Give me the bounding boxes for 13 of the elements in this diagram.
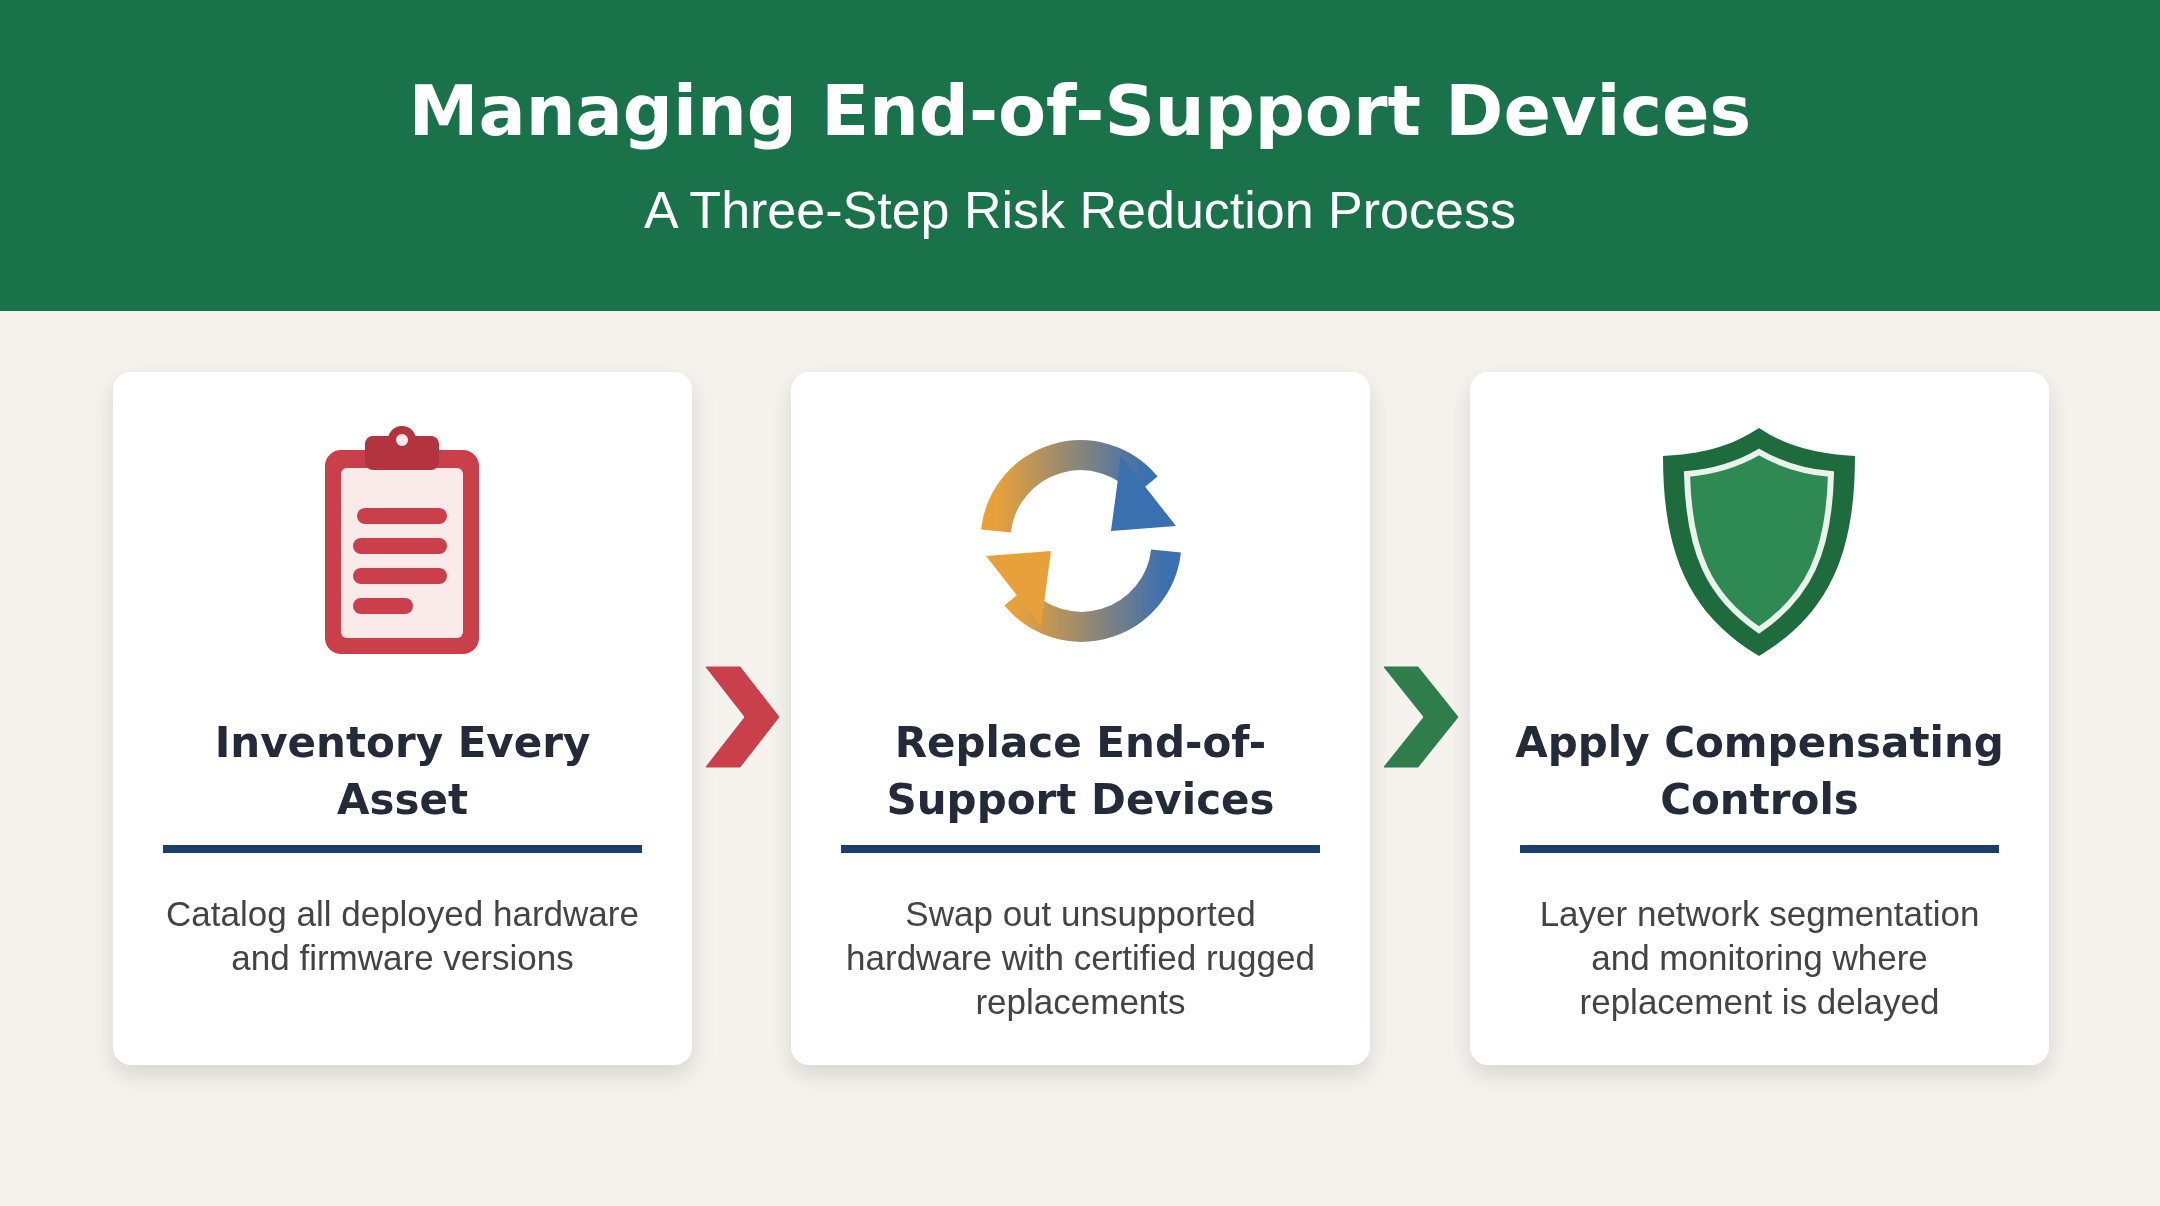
step-title: Replace End-of-Support Devices [885,717,1276,826]
step-title: Apply Compensating Controls [1514,717,2005,826]
step-description: Layer network segmentation and monitoring where replacement is delayed [1538,893,1981,1023]
step-card [113,372,692,1065]
chevron-arrow [705,666,780,768]
step-title: Inventory Every Asset [213,717,592,826]
title: Managing End-of-Support Devices [407,70,1753,152]
step-description: Catalog all deployed hardware and firmware versions [165,893,640,979]
step-description: Swap out unsupported hardware with certified rugged replacements [845,893,1316,1023]
subtitle: A Three-Step Risk Reduction Process [644,180,1516,240]
chevron-arrow [1383,666,1459,768]
step-card [1470,372,2049,1065]
step-card [791,372,1370,1065]
